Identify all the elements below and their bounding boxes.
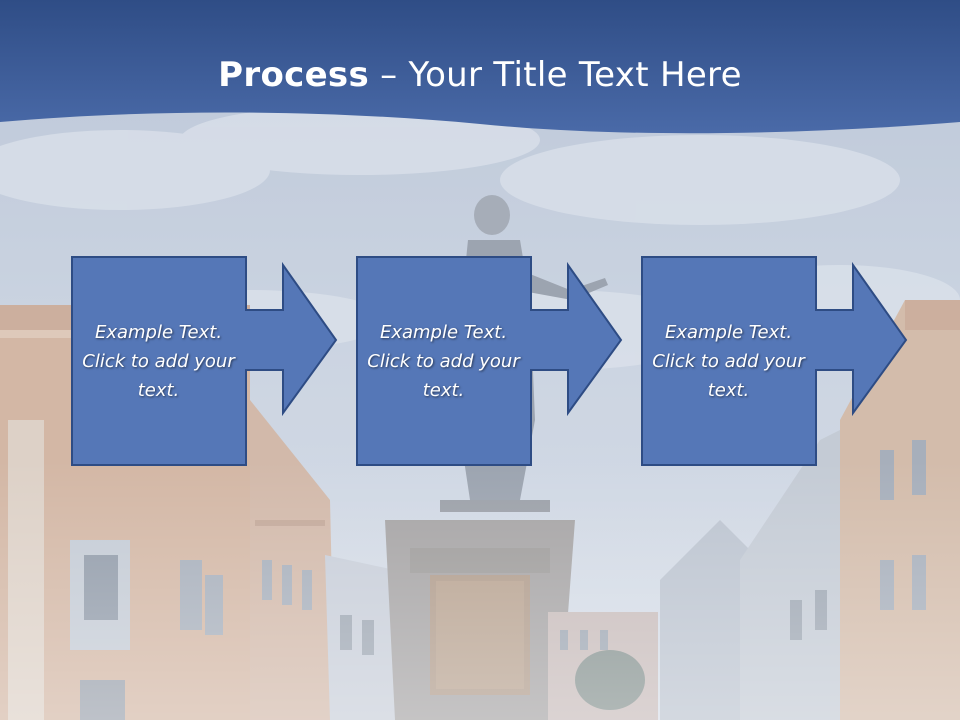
title-rest: – Your Title Text Here [369,55,742,95]
step-text: Example Text. Click to add your text. [82,321,235,401]
process-step-2[interactable]: Example Text. Click to add your text. [356,256,626,468]
slide-title[interactable]: Process – Your Title Text Here [0,52,960,98]
step-text: Example Text. Click to add your text. [652,321,805,401]
step-arrow-shape [71,256,338,466]
header-band [0,0,960,134]
title-bold: Process [218,55,370,95]
step-arrow-shape [356,256,623,466]
process-step-3[interactable]: Example Text. Click to add your text. [641,256,911,468]
step-arrow-shape [641,256,908,466]
process-step-1[interactable]: Example Text. Click to add your text. [71,256,341,468]
step-text: Example Text. Click to add your text. [367,321,520,401]
